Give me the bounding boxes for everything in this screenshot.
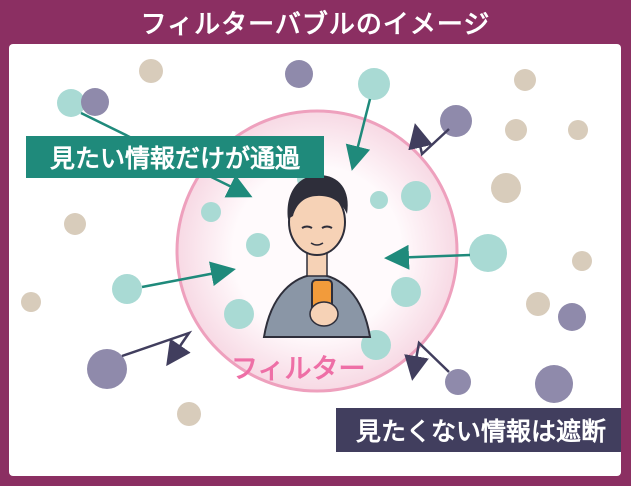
block-label: 見たくない情報は遮断 — [336, 408, 621, 452]
pass-arrow — [345, 98, 372, 171]
wanted-dot — [201, 202, 221, 222]
block-arrow — [404, 340, 450, 381]
unwanted-dot — [514, 69, 536, 91]
block-arrows — [121, 123, 450, 381]
unwanted-dot — [505, 119, 527, 141]
wanted-dot — [246, 233, 270, 257]
diagram-canvas — [21, 59, 592, 426]
unwanted-dot — [285, 60, 313, 88]
person-with-smartphone-icon — [262, 175, 372, 338]
filter-label: フィルター — [231, 354, 366, 385]
unwanted-dots — [21, 59, 592, 426]
unwanted-dot — [572, 251, 592, 271]
unwanted-dot — [568, 120, 588, 140]
unwanted-dot — [558, 303, 586, 331]
diagram-title: フィルターバブルのイメージ — [140, 9, 491, 40]
unwanted-dot — [445, 369, 471, 395]
diagram-panel: 見たい情報だけが通過 フィルター 見たくない情報は遮断 — [9, 44, 621, 476]
unwanted-dot — [81, 88, 109, 116]
block-arrow — [408, 123, 450, 157]
wanted-dot — [469, 234, 507, 272]
wanted-dot — [391, 277, 421, 307]
pass-arrow — [141, 261, 236, 289]
wanted-dots-outside — [57, 68, 507, 304]
wanted-dot — [112, 274, 142, 304]
unwanted-dot — [139, 59, 163, 83]
wanted-dot — [224, 299, 254, 329]
unwanted-dot — [64, 213, 86, 235]
unwanted-dot — [491, 173, 521, 203]
block-arrow — [121, 330, 193, 367]
unwanted-dot — [87, 349, 127, 389]
wanted-dot — [401, 181, 431, 211]
wanted-dot — [358, 68, 390, 100]
unwanted-dot — [535, 365, 573, 403]
unwanted-dot — [177, 402, 201, 426]
unwanted-dot — [21, 292, 41, 312]
pass-label: 見たい情報だけが通過 — [26, 136, 324, 178]
unwanted-dot — [526, 292, 550, 316]
wanted-dot — [57, 89, 85, 117]
pass-arrow — [384, 244, 471, 270]
wanted-dot — [370, 191, 388, 209]
